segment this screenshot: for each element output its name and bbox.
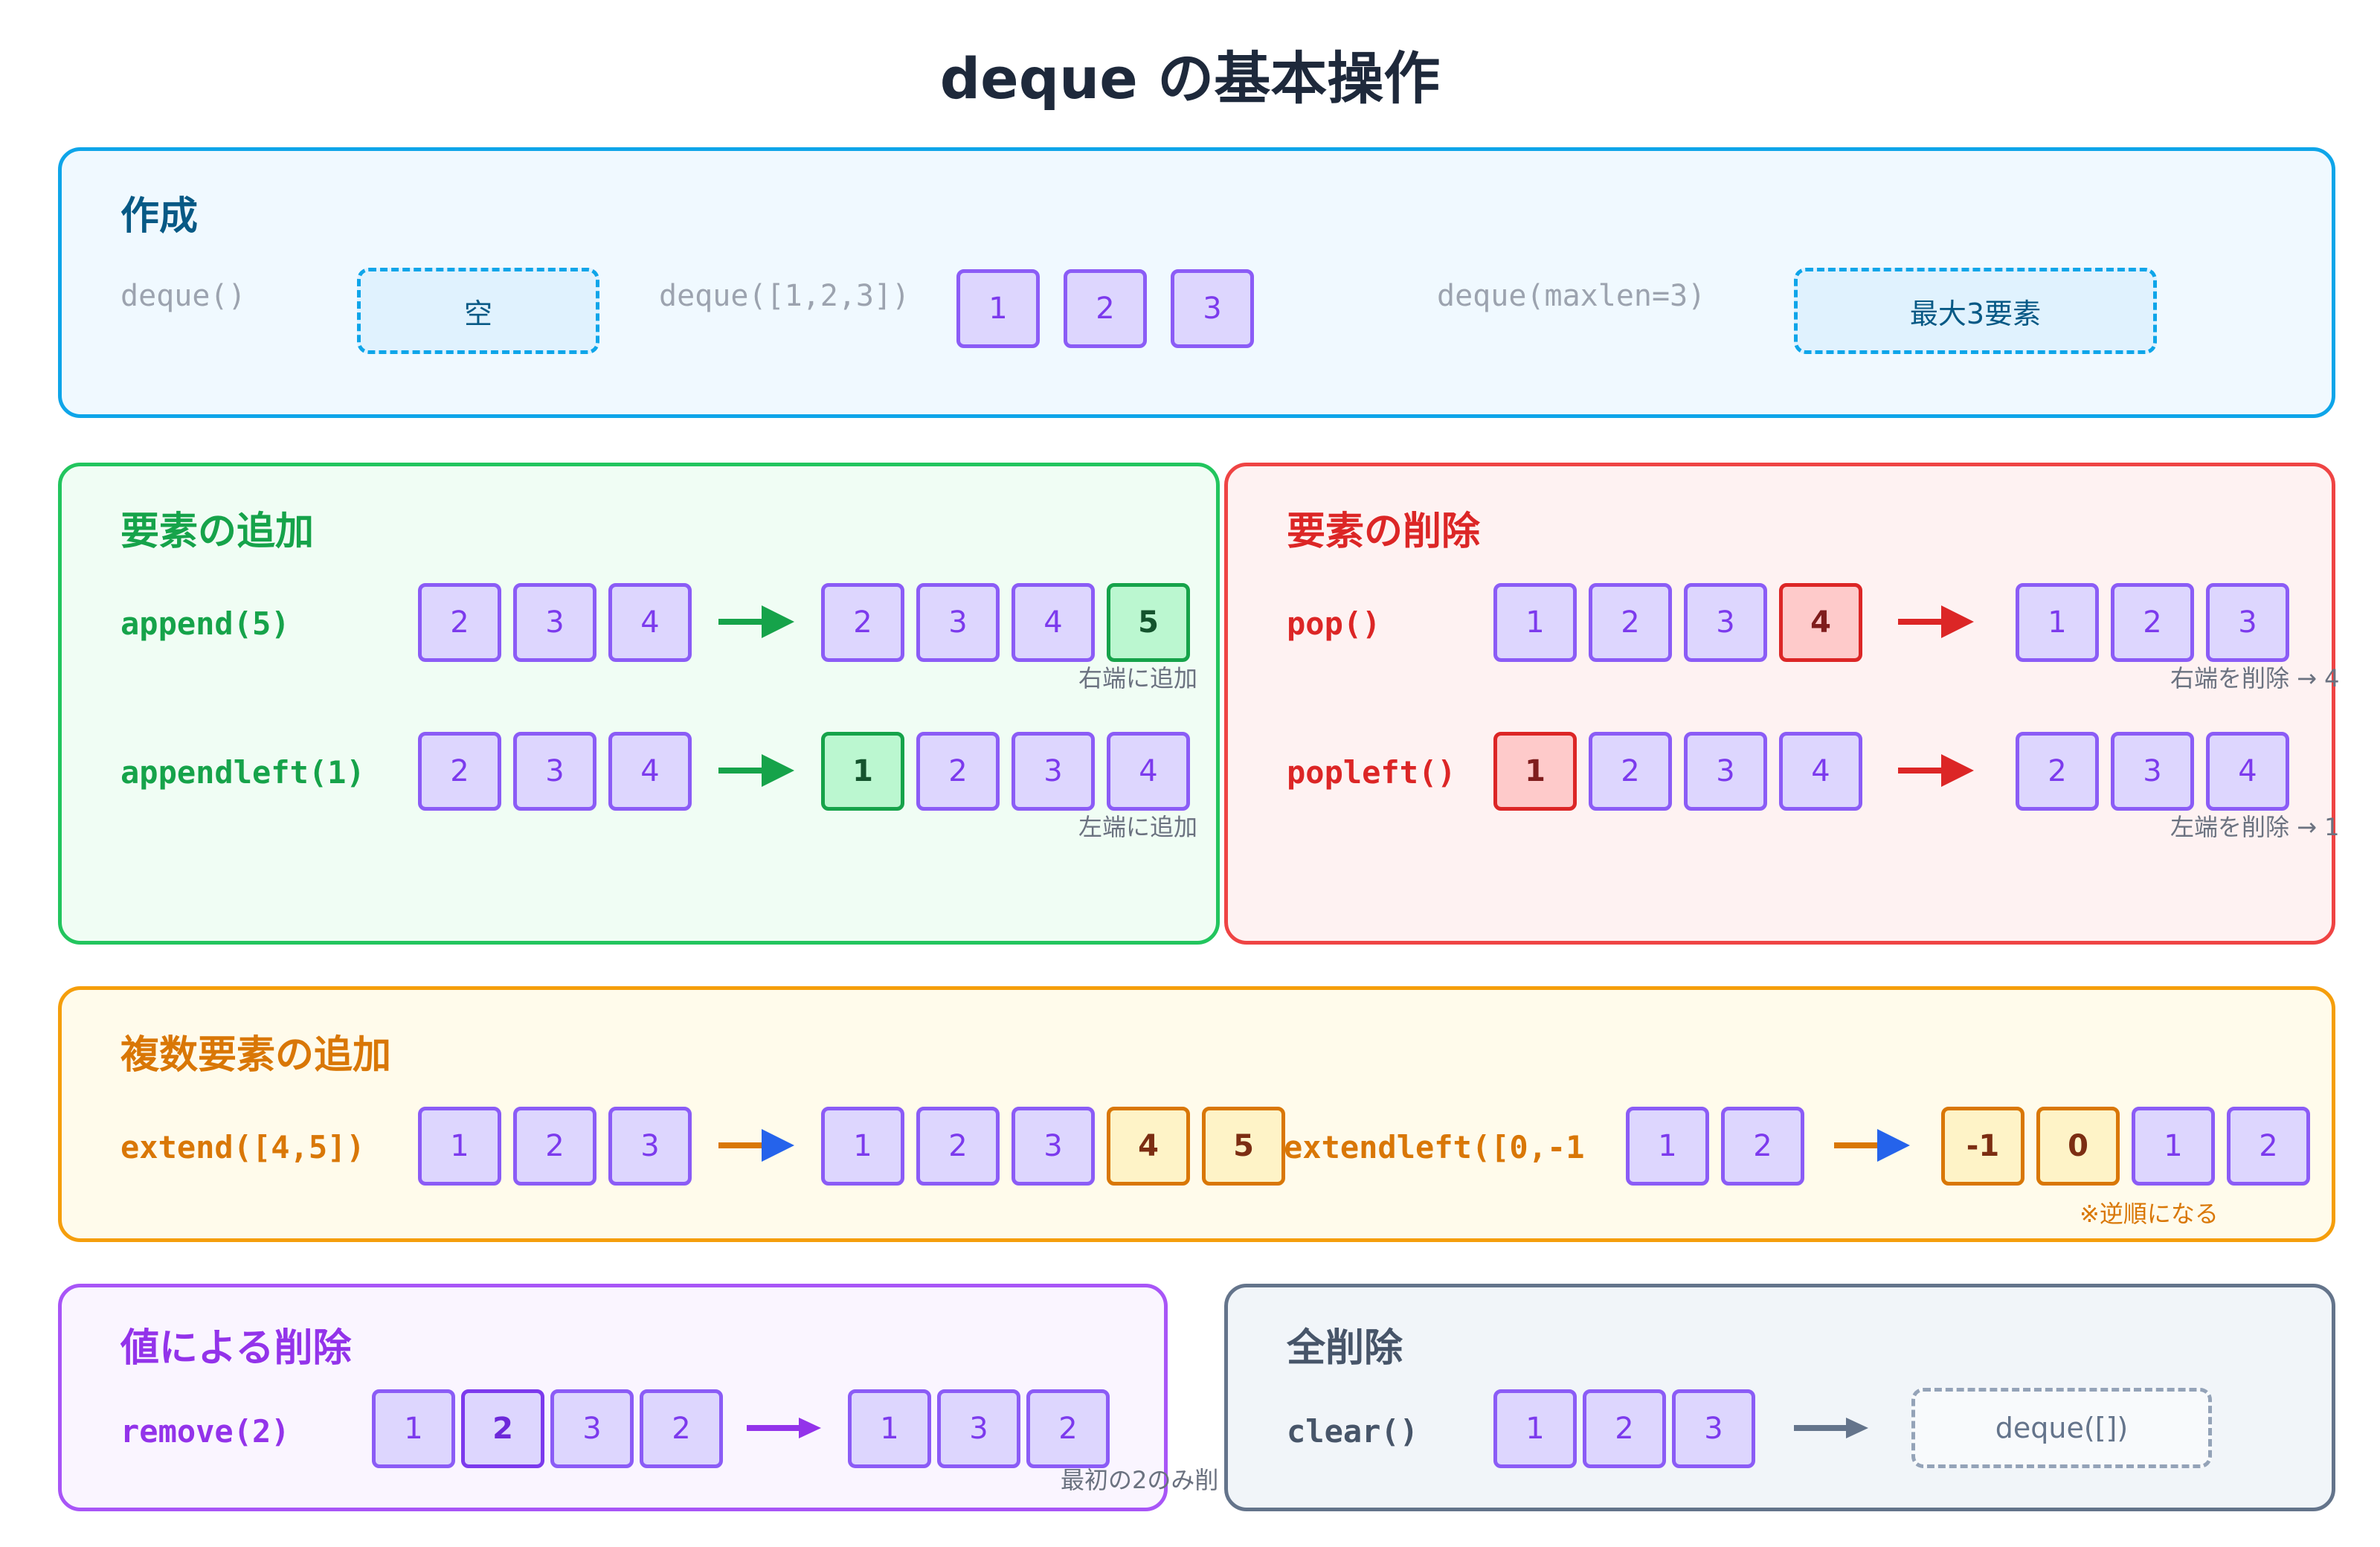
list-element: 1 [956,269,1040,348]
pop-removed-element: 4 [1779,583,1862,662]
appendleft-after-element: 3 [1012,732,1095,811]
append-before-element: 3 [513,583,596,662]
pop-after-element: 3 [2206,583,2289,662]
remove-before-element: 2 [640,1389,723,1468]
append-new-element: 5 [1107,583,1190,662]
appendleft-after-element: 2 [916,732,1000,811]
remove-arrow [747,1418,821,1438]
clear-before-element: 3 [1672,1389,1755,1468]
remove-after-element: 3 [937,1389,1020,1468]
append-arrow [718,605,794,638]
extend-before-element: 1 [418,1107,501,1186]
create-panel-title: 作成 [120,194,199,239]
extendleft-new-element: 0 [2036,1107,2120,1186]
clear-before-element: 1 [1493,1389,1577,1468]
appendleft-before-element: 3 [513,732,596,811]
appendleft-code: appendleft(1) [120,754,365,791]
clear-before-element: 2 [1583,1389,1666,1468]
pop-before-element: 1 [1493,583,1577,662]
popleft-before-element: 4 [1779,732,1862,811]
appendleft-new-element: 1 [821,732,904,811]
remove-before-element: 1 [372,1389,455,1468]
pop-before-element: 2 [1589,583,1672,662]
extend-arrow [718,1129,794,1162]
empty-deque-code: deque() [120,279,246,313]
append-before-element: 2 [418,583,501,662]
pop-code: pop() [1287,605,1381,642]
remove-code: remove(2) [120,1413,290,1450]
append-note: 右端に追加 [1078,664,1198,692]
remove-after-element: 2 [1026,1389,1110,1468]
value-remove-panel-title: 値による削除 [120,1326,352,1371]
extendleft-arrow [1834,1129,1910,1162]
extendleft-before-element: 1 [1626,1107,1709,1186]
pop-before-element: 3 [1684,583,1767,662]
append-code: append(5) [120,605,290,642]
add-panel-title: 要素の追加 [120,509,315,554]
appendleft-after-element: 4 [1107,732,1190,811]
empty-deque-box: 空 [357,268,599,354]
extend-before-element: 2 [513,1107,596,1186]
appendleft-before-element: 2 [418,732,501,811]
append-before-element: 4 [608,583,692,662]
page-title: deque の基本操作 [939,45,1441,112]
popleft-removed-element: 1 [1493,732,1577,811]
extend-after-element: 2 [916,1107,1000,1186]
clear-code: clear() [1287,1413,1419,1450]
list-element: 3 [1171,269,1254,348]
extendleft-after-element: 1 [2132,1107,2215,1186]
pop-note: 右端を削除 → 4 [2170,664,2340,692]
clear-result-label: deque([]) [1995,1412,2129,1444]
popleft-after-element: 2 [2016,732,2099,811]
maxlen-deque-box: 最大3要素 [1794,268,2157,354]
popleft-after-element: 3 [2111,732,2194,811]
pop-after-element: 2 [2111,583,2194,662]
extend-after-element: 3 [1012,1107,1095,1186]
popleft-before-element: 3 [1684,732,1767,811]
extend-new-element: 4 [1107,1107,1190,1186]
popleft-after-element: 4 [2206,732,2289,811]
extendleft-note: ※逆順になる [2080,1200,2219,1228]
remove-panel-title: 要素の削除 [1287,509,1481,554]
pop-arrow [1898,605,1974,638]
pop-after-element: 1 [2016,583,2099,662]
extend-new-element: 5 [1202,1107,1285,1186]
clear-panel-title: 全削除 [1287,1326,1403,1371]
popleft-note: 左端を削除 → 1 [2170,813,2340,841]
extendleft-before-element: 2 [1721,1107,1804,1186]
popleft-before-element: 2 [1589,732,1672,811]
remove-target-element: 2 [461,1389,544,1468]
appendleft-arrow [718,754,794,787]
extendleft-code: extendleft([0,-1 [1284,1129,1585,1165]
append-after-element: 2 [821,583,904,662]
remove-before-element: 3 [550,1389,634,1468]
extendleft-new-element: -1 [1941,1107,2024,1186]
remove-after-element: 1 [848,1389,931,1468]
empty-deque-label: 空 [463,297,492,330]
extend-after-element: 1 [821,1107,904,1186]
maxlen-deque-label: 最大3要素 [1909,297,2042,330]
remove-panel [1224,463,2335,945]
clear-result-box: deque([]) [1911,1388,2212,1468]
add-panel [58,463,1220,945]
extend-code: extend([4,5]) [120,1129,365,1165]
list-element: 2 [1064,269,1147,348]
append-after-element: 3 [916,583,1000,662]
remove-note: 最初の2のみ削 [1061,1466,1219,1494]
appendleft-before-element: 4 [608,732,692,811]
extendleft-after-element: 2 [2227,1107,2310,1186]
popleft-arrow [1898,754,1974,787]
appendleft-note: 左端に追加 [1078,813,1198,841]
extend-panel-title: 複数要素の追加 [120,1033,392,1078]
clear-arrow [1794,1418,1868,1438]
extend-before-element: 3 [608,1107,692,1186]
maxlen-deque-code: deque(maxlen=3) [1437,279,1706,313]
popleft-code: popleft() [1287,754,1456,791]
list-deque-code: deque([1,2,3]) [659,279,910,313]
append-after-element: 4 [1012,583,1095,662]
